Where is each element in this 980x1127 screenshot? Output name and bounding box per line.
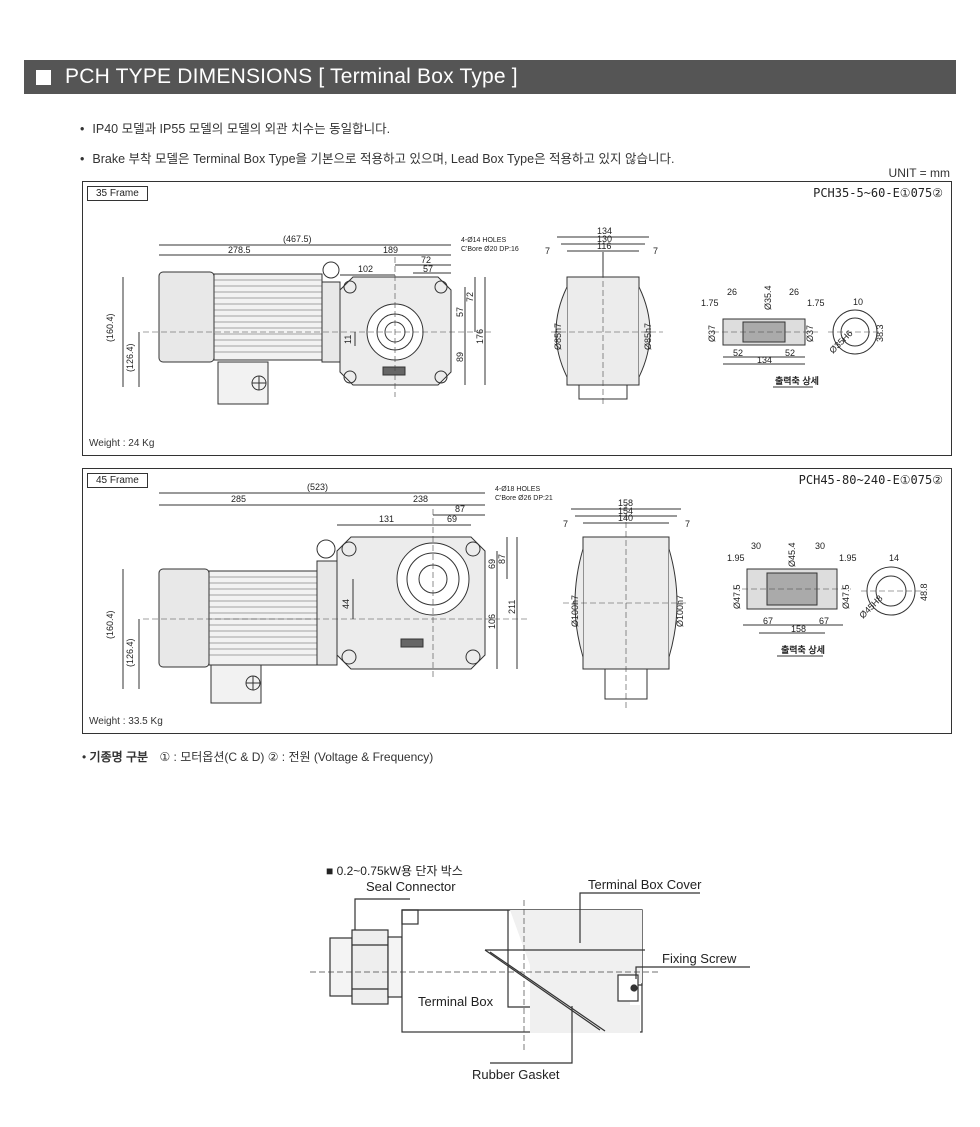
dim-k38: 38.3 [875, 324, 885, 342]
dim-k134: 134 [757, 355, 772, 365]
dim-cbore: C'Bore Ø20 DP:16 [461, 246, 519, 253]
dim-k37b: Ø37 [805, 325, 815, 342]
dim-w140: 140 [618, 513, 633, 523]
dim-102: 102 [358, 264, 373, 274]
dim-11: 11 [343, 335, 353, 344]
dim-holes: 4-Ø14 HOLES [461, 237, 506, 244]
legend-title: 기종명 구분 [89, 750, 149, 764]
shaft-detail-label: 출력축 상세 [781, 644, 825, 655]
dim-k26a: 26 [727, 287, 737, 297]
dim-k45: Ø45.4 [787, 542, 797, 567]
dim-k175b: 1.75 [807, 298, 825, 308]
section-title: PCH TYPE DIMENSIONS [ Terminal Box Type … [65, 65, 518, 88]
dim-shaft-left: Ø85h7 [553, 323, 563, 350]
dim-h160: (160.4) [105, 610, 115, 639]
dim-s7b: 7 [653, 246, 658, 256]
dim-k10: 10 [853, 297, 863, 307]
seal-connector-label: Seal Connector [366, 879, 456, 894]
dim-s7a: 7 [563, 519, 568, 529]
dim-k26b: 26 [789, 287, 799, 297]
terminal-box-label: Terminal Box [418, 994, 494, 1009]
terminal-box-title: ■ 0.2~0.75kW용 단자 박스 [326, 864, 463, 878]
dim-motor-length: 285 [231, 494, 246, 504]
dim-total: (467.5) [283, 234, 312, 244]
dim-k175a: 1.75 [701, 298, 719, 308]
dim-s7a: 7 [545, 246, 550, 256]
dim-gear-length: 189 [383, 245, 398, 255]
model-legend: • 기종명 구분 ① : 모터옵션(C & D) ② : 전원 (Voltage… [82, 750, 434, 764]
frame-35-drawing: (467.5) 278.5 189 72 102 57 4-Ø14 HOLES … [105, 226, 885, 407]
dim-k45h: Ø45H8 [857, 593, 884, 620]
dim-v106: 106 [487, 614, 497, 629]
dim-w116: 116 [597, 241, 611, 251]
dim-k30b: 30 [815, 541, 825, 551]
note-item: Brake 부착 모델은 Terminal Box Type을 기본으로 적용하… [80, 148, 674, 167]
dim-k47b: Ø47.5 [841, 584, 851, 609]
section-header: PCH TYPE DIMENSIONS [ Terminal Box Type … [24, 60, 956, 94]
legend-text: ① : 모터옵션(C & D) ② : 전원 (Voltage & Freque… [159, 750, 434, 764]
dim-k52b: 52 [785, 348, 795, 358]
dim-w158: 158 [618, 498, 633, 508]
frame-35-panel: (467.5) 278.5 189 72 102 57 4-Ø14 HOLES … [82, 181, 952, 456]
dim-44: 44 [341, 599, 351, 609]
dim-shaft-right: Ø85h7 [643, 323, 653, 350]
dim-holes: 4-Ø18 HOLES [495, 486, 540, 493]
dim-v72: 72 [465, 292, 475, 302]
dim-k30a: 30 [751, 541, 761, 551]
dim-k47a: Ø47.5 [732, 584, 742, 609]
dim-w154: 154 [618, 506, 633, 516]
dim-w134: 134 [597, 226, 612, 236]
dim-k52a: 52 [733, 348, 743, 358]
fixing-screw-label: Fixing Screw [662, 951, 737, 966]
dim-k195b: 1.95 [839, 553, 857, 563]
dim-v176: 176 [475, 329, 485, 344]
rubber-gasket-label: Rubber Gasket [472, 1067, 560, 1082]
weight-label: Weight : 33.5 Kg [89, 716, 163, 727]
dim-shaft-right: Ø100h7 [675, 595, 685, 627]
terminal-box-cover-label: Terminal Box Cover [588, 877, 702, 892]
weight-label: Weight : 24 Kg [89, 438, 155, 449]
dim-h126: (126.4) [125, 343, 135, 372]
dim-k67a: 67 [763, 616, 773, 626]
dim-v211: 211 [507, 600, 517, 614]
dim-131: 131 [379, 514, 394, 524]
dim-k37a: Ø37 [707, 325, 717, 342]
dim-k14: 14 [889, 553, 899, 563]
note-item: IP40 모델과 IP55 모델의 모델의 외관 치수는 동일합니다. [80, 118, 674, 137]
dim-cbore: C'Bore Ø26 DP:21 [495, 495, 553, 502]
dim-k35: Ø35.4 [763, 285, 773, 310]
dim-69: 69 [447, 514, 457, 524]
dim-72: 72 [421, 255, 431, 265]
square-bullet-icon [36, 69, 51, 85]
terminal-box-drawing: Seal Connector Terminal Box Cover Fixing… [310, 877, 750, 1082]
dim-gear-length: 238 [413, 494, 428, 504]
dim-k158: 158 [791, 624, 806, 634]
dim-k67b: 67 [819, 616, 829, 626]
frame-45-panel: (523) 285 238 87 131 69 4-Ø18 HOLES C'Bo… [82, 468, 952, 734]
dim-shaft-left: Ø100h7 [570, 595, 580, 627]
model-code: PCH35-5~60-E①075② [813, 186, 943, 200]
dim-motor-length: 278.5 [228, 245, 251, 255]
frame-tag: 35 Frame [87, 186, 148, 201]
dim-57: 57 [423, 264, 433, 274]
dim-v89: 89 [455, 352, 465, 362]
dim-total: (523) [307, 482, 328, 492]
model-code: PCH45-80~240-E①075② [798, 473, 943, 487]
shaft-detail-label: 출력축 상세 [775, 375, 819, 386]
dim-k195a: 1.95 [727, 553, 745, 563]
dim-87: 87 [455, 504, 465, 514]
dim-v87: 87 [497, 554, 507, 564]
notes-list: IP40 모델과 IP55 모델의 모델의 외관 치수는 동일합니다. Brak… [80, 118, 674, 178]
unit-label: UNIT = mm [888, 166, 950, 180]
dim-v69: 69 [487, 559, 497, 569]
frame-45-drawing: (523) 285 238 87 131 69 4-Ø18 HOLES C'Bo… [105, 482, 929, 709]
dim-k48: 48.8 [919, 583, 929, 601]
dim-s7b: 7 [685, 519, 690, 529]
dim-w130: 130 [597, 234, 612, 244]
dim-h126: (126.4) [125, 638, 135, 667]
frame-tag: 45 Frame [87, 473, 148, 488]
dim-h160: (160.4) [105, 313, 115, 342]
dim-v57: 57 [455, 307, 465, 317]
